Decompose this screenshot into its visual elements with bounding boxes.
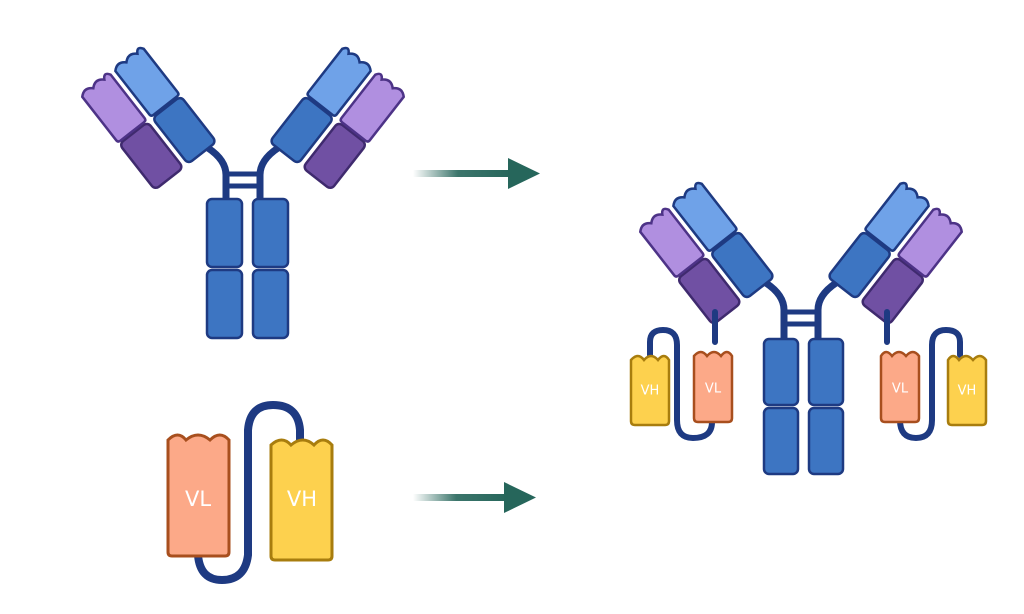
fusion-left-vl-domain: VL	[692, 350, 734, 424]
arrow-bottom	[413, 482, 536, 513]
scfv-vl-label: VL	[185, 487, 211, 511]
scfv-vh-domain: VH	[269, 438, 334, 562]
fusion-right-vl-label: VL	[892, 382, 909, 397]
fusion-right-vl-domain: VL	[879, 350, 921, 424]
arrow-top	[413, 158, 540, 189]
fusion-left-vh-label: VH	[641, 384, 660, 399]
fusion-antibody: VH VL VL VH	[629, 181, 988, 476]
fusion-right-vh-label: VH	[958, 384, 977, 399]
scfv-vl-domain: VL	[166, 433, 231, 558]
scfv-fragment: VL VH	[166, 400, 334, 585]
scfv-vh-label: VH	[287, 487, 317, 511]
fusion-right-vh-domain: VH	[946, 354, 988, 427]
fusion-left-vh-domain: VH	[629, 354, 671, 427]
igg-antibody	[80, 46, 406, 340]
fusion-left-vl-label: VL	[705, 382, 722, 397]
